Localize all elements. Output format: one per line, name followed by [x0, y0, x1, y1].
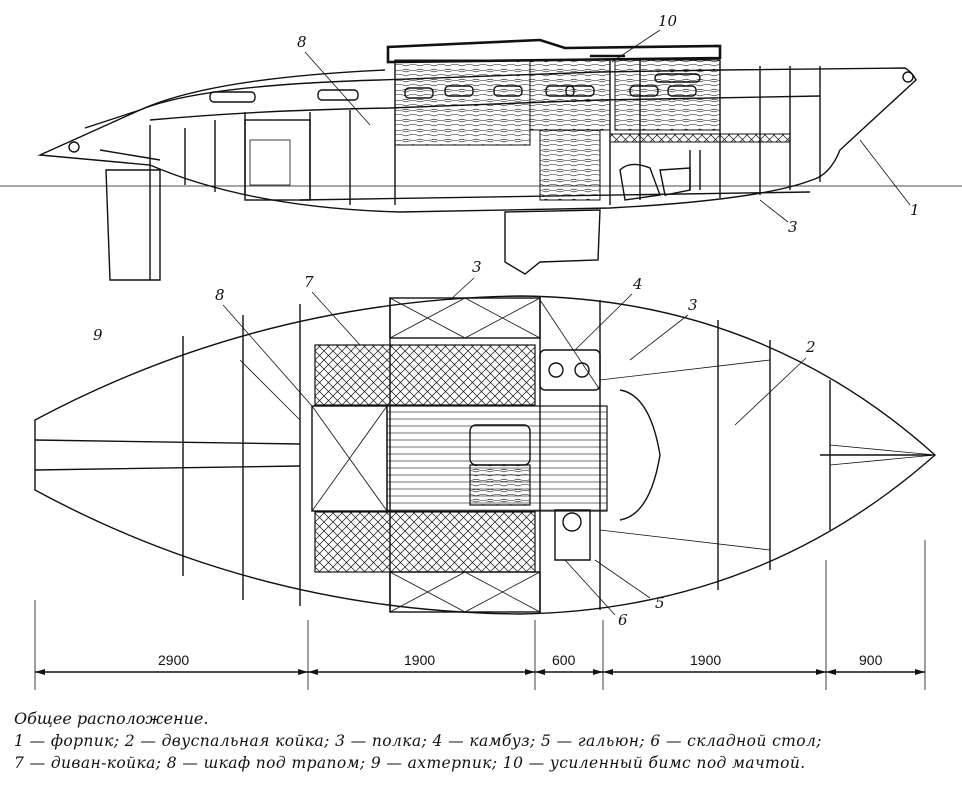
callout-1: 1: [910, 201, 920, 219]
stern-fitting: [68, 141, 80, 153]
dimension-2900: 2900: [158, 652, 189, 668]
dimension-1900-fwd: 1900: [690, 652, 721, 668]
cabin-top: [386, 38, 722, 64]
plan-cabin-sole: [386, 405, 608, 512]
plan-view: [34, 295, 937, 615]
figure-caption: Общее расположение. 1 — форпик; 2 — двус…: [14, 708, 954, 774]
plan-shelf-bottom: [389, 571, 541, 613]
profile-hull-outline: [37, 67, 917, 213]
plan-settee-lower: [314, 511, 536, 573]
callout-10: 10: [658, 12, 678, 30]
callout-8-profile: 8: [297, 33, 307, 51]
callout-3-plan-top: 3: [472, 258, 482, 276]
dimension-900: 900: [859, 652, 883, 668]
callout-3-profile: 3: [788, 218, 798, 236]
callout-9: 9: [93, 326, 103, 344]
profile-shelf: [609, 133, 791, 143]
companionway: [244, 119, 311, 201]
dimension-600: 600: [552, 652, 576, 668]
dimension-chain: 2900 1900 600 1900 900: [34, 540, 926, 690]
plan-table: [469, 464, 531, 506]
general-arrangement-drawing: 10 8 1 3 3 7 8 4 3 9 2 5 6: [0, 12, 962, 690]
callout-5: 5: [655, 594, 665, 612]
profile-view: [0, 38, 962, 281]
callouts: 10 8 1 3 3 7 8 4 3 9 2 5 6: [93, 12, 920, 629]
profile-saloon-panel: [529, 59, 611, 131]
profile-table: [539, 129, 601, 201]
callout-4: 4: [632, 275, 643, 293]
callout-3-plan-right: 3: [688, 296, 698, 314]
bow-fitting: [902, 71, 914, 83]
rudder: [105, 169, 161, 281]
profile-portholes: [209, 73, 701, 103]
plan-galley-stove: [539, 349, 601, 391]
callout-7: 7: [304, 273, 314, 291]
caption-legend-line-1: 1 — форпик; 2 — двуспальная койка; 3 — п…: [14, 732, 822, 750]
callout-2: 2: [805, 338, 816, 356]
plan-settee-upper: [314, 344, 536, 406]
profile-berth-panel-fwd: [614, 59, 721, 131]
profile-berth-panel-aft: [394, 59, 531, 146]
keel: [504, 209, 601, 275]
plan-head: [554, 509, 591, 561]
callout-8-plan: 8: [215, 286, 225, 304]
plan-shelf-top: [389, 297, 541, 339]
callout-6: 6: [618, 611, 628, 629]
caption-title: Общее расположение.: [14, 709, 209, 728]
caption-legend-line-2: 7 — диван-койка; 8 — шкаф под трапом; 9 …: [14, 754, 806, 772]
dimension-1900-aft: 1900: [404, 652, 435, 668]
